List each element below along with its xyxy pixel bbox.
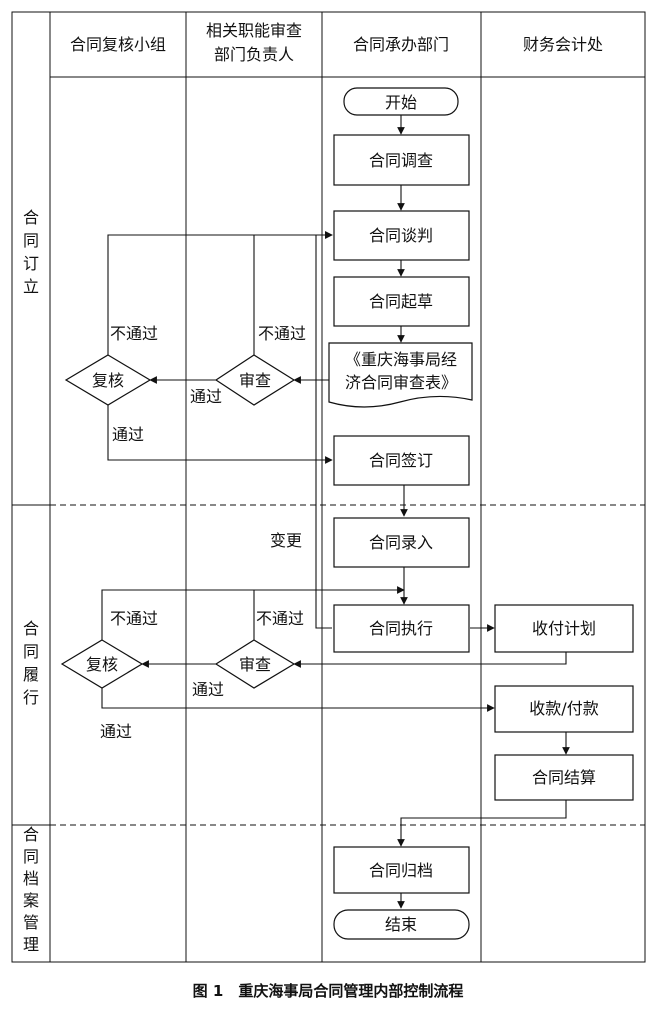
svg-text:复核: 复核 — [92, 371, 124, 390]
node-investigate: 合同调查 — [333, 134, 470, 186]
node-settlement: 合同结算 — [494, 754, 634, 801]
svg-text:合同起草: 合同起草 — [369, 292, 433, 311]
header-review-group: 合同复核小组 — [70, 35, 166, 54]
node-review-form-document: 《重庆海事局经 济合同审查表》 — [328, 342, 473, 408]
header-handling-dept: 合同承办部门 — [353, 35, 449, 54]
svg-text:《重庆海事局经: 《重庆海事局经 — [345, 350, 457, 369]
svg-text:案: 案 — [23, 891, 39, 910]
svg-text:结束: 结束 — [385, 915, 417, 934]
svg-text:审查: 审查 — [239, 371, 271, 390]
node-review-1: 审查 — [214, 354, 296, 406]
edge-label-fail-1a: 不通过 — [110, 324, 158, 343]
svg-text:复核: 复核 — [86, 655, 118, 674]
svg-text:管: 管 — [23, 913, 39, 932]
node-pay-plan: 收付计划 — [494, 604, 634, 653]
svg-text:合同签订: 合同签订 — [369, 451, 433, 470]
phase-label-archive: 合 同 档 案 管 理 — [23, 825, 39, 954]
edge-label-pass-1b: 通过 — [112, 425, 144, 444]
edge-label-pass-1a: 通过 — [190, 387, 222, 406]
node-start: 开始 — [343, 87, 459, 116]
svg-text:合: 合 — [23, 825, 39, 844]
svg-text:收款/付款: 收款/付款 — [529, 699, 598, 718]
svg-text:合: 合 — [23, 619, 39, 638]
svg-text:收付计划: 收付计划 — [532, 619, 596, 638]
svg-text:合同录入: 合同录入 — [369, 533, 433, 552]
svg-text:立: 立 — [23, 277, 39, 296]
edge-label-pass-2b: 通过 — [100, 722, 132, 741]
svg-text:开始: 开始 — [385, 93, 417, 112]
node-negotiate: 合同谈判 — [333, 210, 470, 261]
figure-caption: 图 1 重庆海事局合同管理内部控制流程 — [193, 982, 464, 1000]
node-sign: 合同签订 — [333, 435, 470, 486]
svg-text:济合同审查表》: 济合同审查表》 — [345, 373, 457, 392]
svg-text:履: 履 — [23, 665, 39, 684]
svg-text:合: 合 — [23, 208, 39, 227]
svg-text:合同结算: 合同结算 — [532, 768, 596, 787]
svg-text:行: 行 — [23, 688, 39, 707]
node-review-2: 审查 — [214, 639, 296, 689]
svg-text:合同归档: 合同归档 — [369, 861, 433, 880]
edge-label-fail-1b: 不通过 — [258, 324, 306, 343]
svg-text:合同调查: 合同调查 — [369, 151, 433, 170]
phase-label-sign: 合 同 订 立 — [23, 208, 39, 296]
header-dept-head-line2: 部门负责人 — [214, 45, 294, 64]
svg-text:同: 同 — [23, 231, 39, 250]
svg-text:订: 订 — [23, 254, 39, 273]
svg-text:审查: 审查 — [239, 655, 271, 674]
edge-label-change: 变更 — [270, 531, 302, 550]
edge-label-fail-2a: 不通过 — [110, 609, 158, 628]
node-entry: 合同录入 — [333, 517, 470, 568]
edge-label-pass-2a: 通过 — [192, 680, 224, 699]
node-archive: 合同归档 — [333, 846, 470, 894]
node-recheck-2: 复核 — [60, 639, 144, 689]
svg-text:同: 同 — [23, 642, 39, 661]
header-dept-head-line1: 相关职能审查 — [206, 21, 302, 40]
swimlane-grid — [11, 11, 646, 963]
node-payment: 收款/付款 — [494, 685, 634, 733]
node-recheck-1: 复核 — [64, 354, 152, 406]
node-execute: 合同执行 — [333, 604, 470, 653]
header-finance: 财务会计处 — [523, 35, 603, 54]
svg-text:合同谈判: 合同谈判 — [369, 226, 433, 245]
svg-text:档: 档 — [23, 869, 39, 888]
node-draft: 合同起草 — [333, 276, 470, 327]
svg-text:同: 同 — [23, 847, 39, 866]
phase-label-perform: 合 同 履 行 — [23, 619, 39, 707]
svg-text:合同执行: 合同执行 — [369, 619, 433, 638]
svg-text:理: 理 — [23, 935, 39, 954]
node-end: 结束 — [333, 909, 470, 940]
edge-label-fail-2b: 不通过 — [256, 609, 304, 628]
connectors — [101, 115, 570, 909]
